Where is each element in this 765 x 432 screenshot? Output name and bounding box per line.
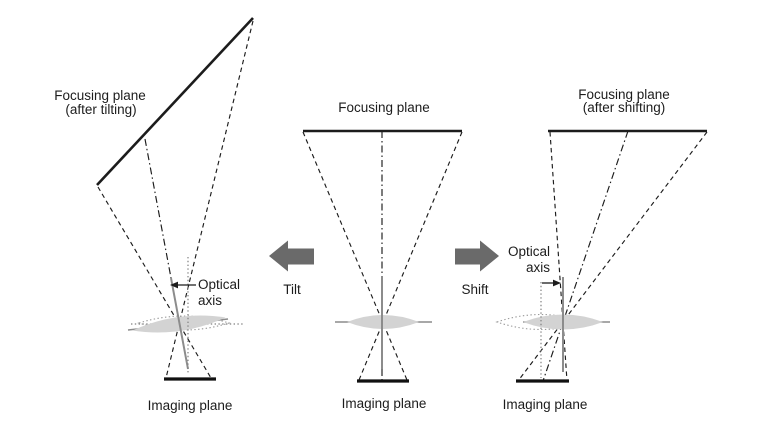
focusing-plane-sublabel: (after shifting)	[583, 100, 666, 115]
light-ray-icon	[517, 131, 708, 382]
focusing-plane-sublabel: (after tilting)	[65, 102, 136, 117]
light-ray-icon	[302, 131, 408, 381]
shift-arrow-icon	[455, 240, 499, 272]
light-ray-icon	[97, 186, 212, 379]
action-arrows: Tilt Shift	[269, 240, 499, 297]
normal-panel: Focusing plane Imaging plane	[302, 100, 463, 411]
tilt-arrow-icon	[269, 240, 314, 272]
optical-axis-label: Optical	[198, 277, 240, 292]
right-arrowhead-icon	[553, 279, 561, 287]
focusing-plane-tilted-line	[96, 17, 254, 186]
optical-axis-label: Optical	[508, 244, 550, 259]
imaging-plane-label: Imaging plane	[503, 397, 588, 412]
focusing-plane-label: Focusing plane	[54, 88, 146, 103]
tilt-panel: Focusing plane (after tilting) Optical a…	[54, 17, 254, 413]
shift-arrow-label: Shift	[461, 282, 488, 297]
light-ray-icon	[358, 131, 463, 381]
focusing-plane-label: Focusing plane	[338, 100, 430, 115]
tilt-arrow-label: Tilt	[283, 282, 301, 297]
imaging-plane-label: Imaging plane	[148, 398, 233, 413]
focusing-plane-label: Focusing plane	[578, 87, 670, 102]
tilted-axis-extension-line	[144, 138, 172, 279]
optical-axis-tilted-line	[170, 277, 189, 370]
left-arrowhead-icon	[170, 281, 178, 289]
optical-axis-sublabel: axis	[198, 293, 222, 308]
imaging-plane-label: Imaging plane	[342, 396, 427, 411]
shift-panel: Focusing plane (after shifting) Optical …	[495, 87, 708, 412]
lens-original-outline	[495, 313, 587, 331]
light-ray-icon	[549, 131, 568, 382]
optical-axis-extension-line	[542, 130, 629, 382]
optical-axis-sublabel: axis	[526, 260, 550, 275]
lens-original-outline	[137, 315, 231, 331]
